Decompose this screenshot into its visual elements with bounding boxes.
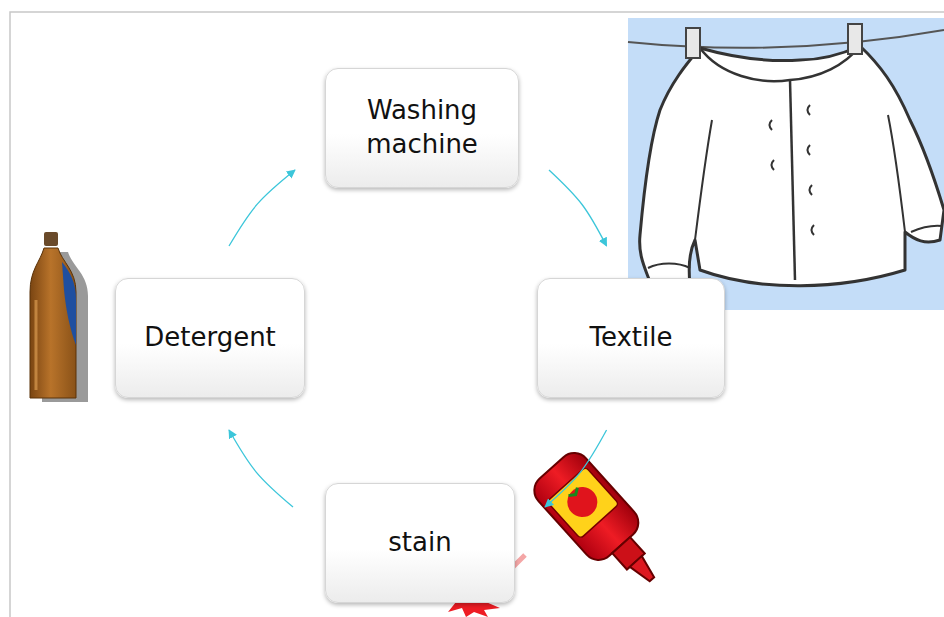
box-label: Textile (575, 311, 686, 365)
box-label: stain (374, 516, 465, 570)
cycle-arrow (229, 170, 295, 246)
cycle-arrow (549, 170, 607, 246)
cycle-arrow (229, 430, 293, 507)
box-label: Detergent (130, 311, 290, 365)
process-box: stain (325, 483, 515, 603)
detergent-bottle (30, 232, 88, 402)
cycle-arrow (545, 430, 607, 507)
shirt-illustration (628, 18, 944, 310)
box-label: Washing machine (326, 84, 518, 172)
page-frame (10, 12, 944, 617)
process-box: Detergent (115, 278, 305, 398)
process-box: Textile (537, 278, 725, 398)
process-box: Washing machine (325, 68, 519, 188)
